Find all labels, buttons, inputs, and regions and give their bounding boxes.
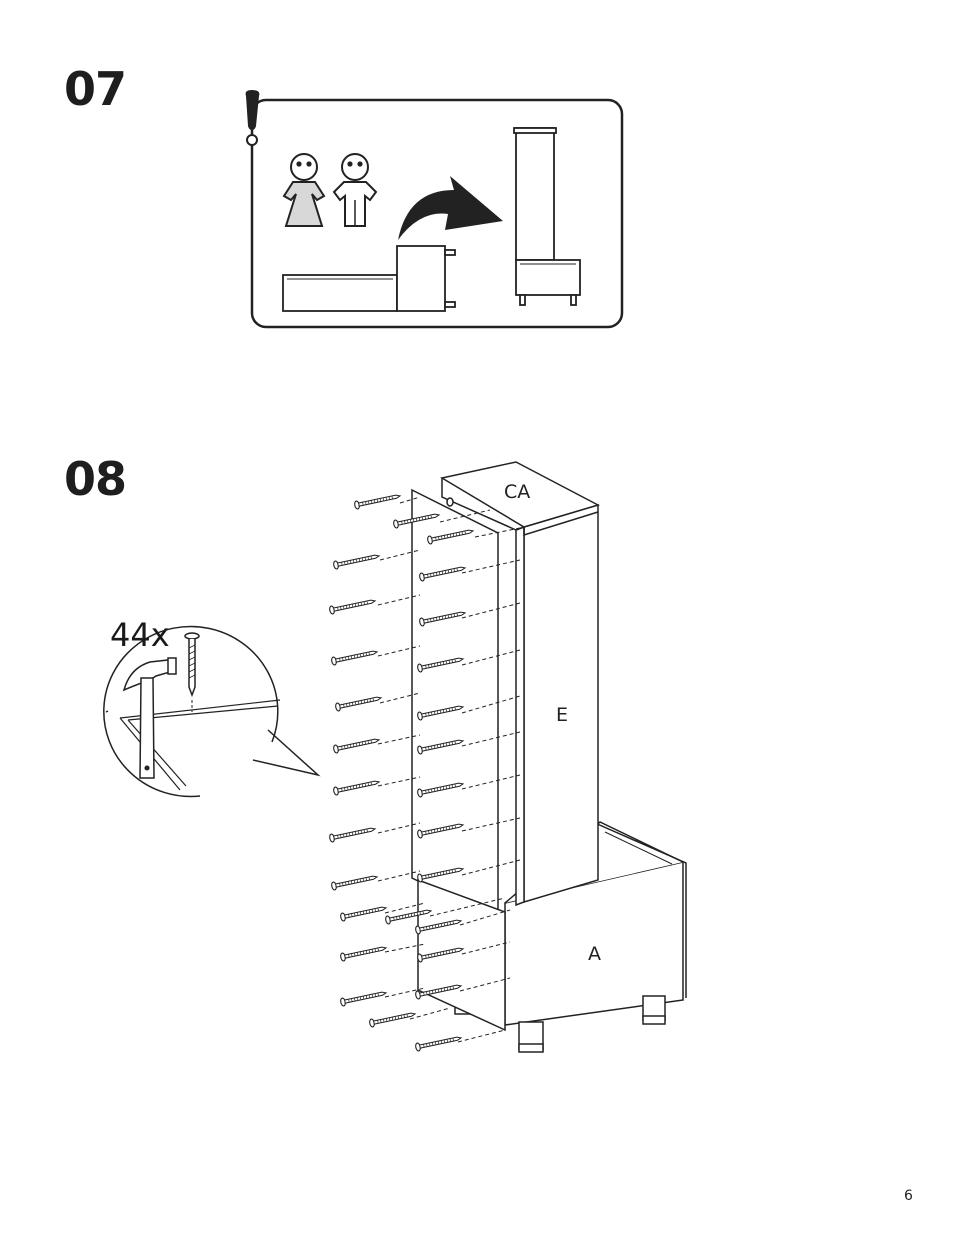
hammer-icon bbox=[124, 658, 176, 778]
part-label-ca: CA bbox=[504, 481, 530, 503]
step08-assembly bbox=[329, 462, 686, 1052]
part-label-a: A bbox=[588, 943, 601, 965]
step07-panel bbox=[246, 90, 622, 327]
front-panel bbox=[412, 490, 498, 920]
part-label-e: E bbox=[556, 704, 568, 726]
quantity-label: 44x bbox=[110, 616, 170, 654]
